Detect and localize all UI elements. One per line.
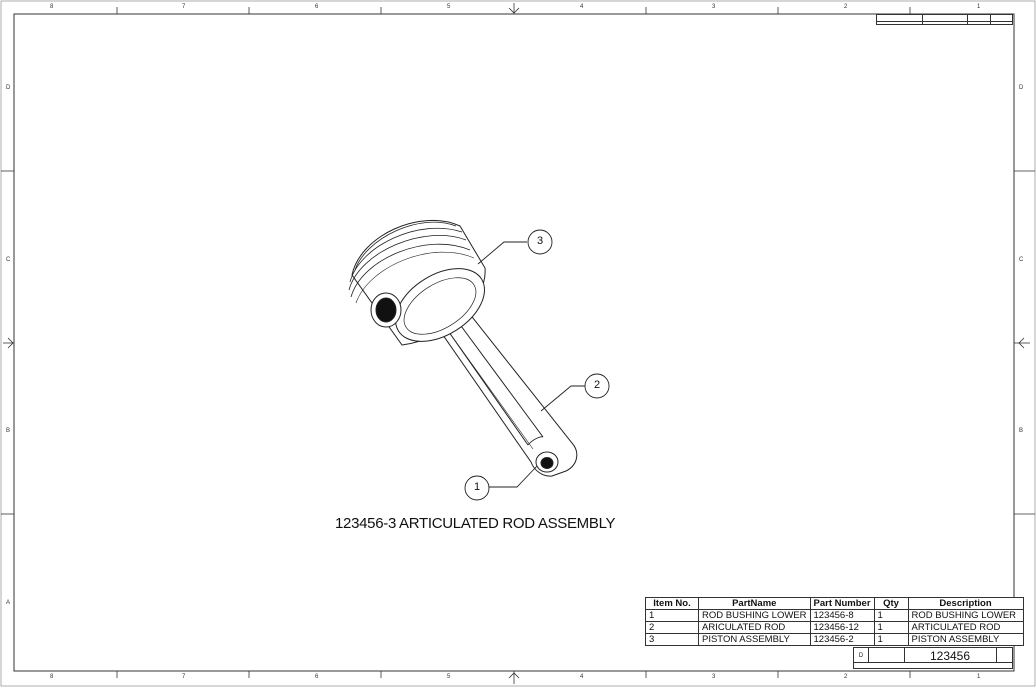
table-row: 1 ROD BUSHING LOWER 123456-8 1 ROD BUSHI… — [645, 609, 1024, 622]
cage-code-cell — [868, 648, 905, 663]
zone-label: 2 — [844, 4, 848, 10]
zone-label: 8 — [50, 4, 54, 10]
bom-header-qty: Qty — [873, 597, 909, 610]
zone-label: 8 — [50, 674, 54, 680]
bill-of-materials: Item No. PartName Part Number Qty Descri… — [645, 597, 1024, 646]
assembly-title: 123456-3 ARTICULATED ROD ASSEMBLY — [335, 515, 616, 532]
zone-label: A — [6, 600, 11, 606]
bom-item-no: 1 — [645, 609, 699, 622]
zone-label: 5 — [447, 4, 451, 10]
zone-label: 7 — [182, 4, 186, 10]
zone-label: 1 — [977, 674, 981, 680]
bom-part-name: ARICULATED ROD — [698, 621, 811, 634]
bom-part-name: ROD BUSHING LOWER — [698, 609, 811, 622]
bom-part-number: 123456-12 — [809, 621, 875, 634]
balloon-number-3: 3 — [536, 235, 544, 247]
zone-label: B — [1019, 428, 1024, 434]
balloon-2 — [584, 373, 610, 399]
drawing-number: 123456 — [929, 649, 971, 663]
zone-label: D — [6, 85, 11, 91]
zone-label: 3 — [712, 674, 716, 680]
zone-ticks — [1, 7, 1035, 678]
balloon-number-1: 1 — [473, 481, 481, 493]
revision-cell — [996, 648, 1012, 663]
bom-header-description: Description — [907, 597, 1024, 610]
zone-label: C — [1019, 257, 1024, 263]
bom-part-number: 123456-8 — [809, 609, 875, 622]
bom-header-row: Item No. PartName Part Number Qty Descri… — [645, 597, 1024, 610]
rod-bushing-part — [535, 451, 559, 473]
zone-label: 3 — [712, 4, 716, 10]
connecting-rod-part — [426, 302, 578, 477]
balloon-number-2: 2 — [593, 379, 601, 391]
bom-header-part-number: Part Number — [809, 597, 875, 610]
bom-header-item-no: Item No. — [645, 597, 699, 610]
table-row: 3 PISTON ASSEMBLY 123456-2 1 PISTON ASSE… — [645, 633, 1024, 646]
zone-label: C — [6, 257, 11, 263]
bom-description: ROD BUSHING LOWER — [907, 609, 1024, 622]
centering-marks — [3, 3, 1030, 684]
balloon-1 — [464, 475, 490, 501]
zone-label: 1 — [977, 4, 981, 10]
drawing-number-cell: 123456 — [904, 648, 997, 663]
bom-qty: 1 — [873, 609, 909, 622]
revision-block — [876, 14, 1013, 25]
table-row: 2 ARICULATED ROD 123456-12 1 ARTICULATED… — [645, 621, 1024, 634]
sheet-size: D — [854, 648, 869, 663]
bom-part-name: PISTON ASSEMBLY — [698, 633, 811, 646]
bom-qty: 1 — [873, 633, 909, 646]
bom-item-no: 2 — [645, 621, 699, 634]
balloon-leaders — [464, 229, 610, 501]
zone-label: B — [6, 428, 11, 434]
bom-qty: 1 — [873, 621, 909, 634]
zone-label: 7 — [182, 674, 186, 680]
balloon-3 — [527, 229, 553, 255]
zone-label: D — [1019, 85, 1024, 91]
zone-label: 4 — [580, 674, 584, 680]
zone-label: 6 — [315, 674, 319, 680]
bom-header-part-name: PartName — [698, 597, 811, 610]
bom-description: ARTICULATED ROD — [907, 621, 1024, 634]
bom-part-number: 123456-2 — [809, 633, 875, 646]
zone-label: 5 — [447, 674, 451, 680]
zone-label: 4 — [580, 4, 584, 10]
zone-label: 6 — [315, 4, 319, 10]
bom-description: PISTON ASSEMBLY — [907, 633, 1024, 646]
inner-border — [13, 13, 1015, 672]
zone-label: 2 — [844, 674, 848, 680]
piston-part — [348, 219, 486, 346]
bom-item-no: 3 — [645, 633, 699, 646]
title-block: D 123456 — [853, 647, 1013, 669]
